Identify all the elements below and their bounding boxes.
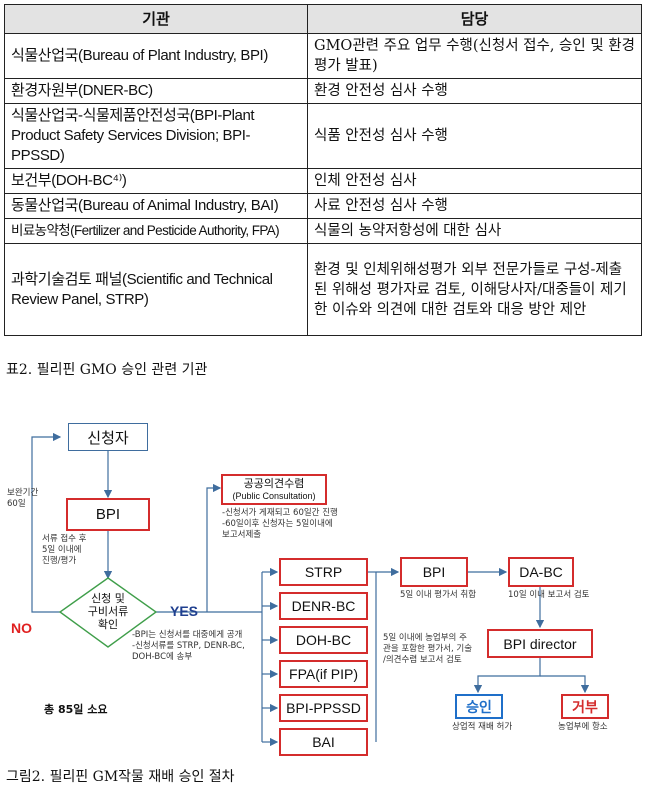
public-consultation-box: 공공의견수렴(Public Consultation) (221, 474, 327, 505)
da-bc-box: DA-BC (508, 557, 574, 587)
applicant-box: 신청자 (68, 423, 148, 451)
decision-diamond (58, 577, 158, 648)
agency-cell: 식물산업국(Bureau of Plant Industry, BPI) (4, 33, 308, 79)
total-days: 총 85일 소요 (44, 703, 108, 716)
bai-box: BAI (279, 728, 368, 756)
note-bpi-review: 5일 이내 평가서 취합 (400, 590, 477, 600)
table-row: 식물산업국(Bureau of Plant Industry, BPI) GMO… (4, 33, 642, 79)
denr-bc-box: DENR-BC (279, 592, 368, 620)
table-row: 보건부(DOH-BC⁴⁾) 인체 안전성 심사 (4, 168, 642, 194)
reject-box: 거부 (561, 694, 609, 719)
no-label: NO (11, 620, 32, 636)
role-cell: 환경 및 인체위해성평가 외부 전문가들로 구성-제출된 위해성 평가자료 검토… (307, 243, 642, 336)
role-cell: GMO관련 주요 업무 수행(신청서 접수, 승인 및 환경평가 발표) (307, 33, 642, 79)
agency-table: 기관 담당 식물산업국(Bureau of Plant Industry, BP… (4, 4, 642, 336)
bpi-ppssd-box: BPI-PPSSD (279, 694, 368, 722)
agency-cell: 식물산업국-식물제품안전성국(BPI-Plant Product Safety … (4, 103, 308, 169)
table-row: 과학기술검토 패널(Scientific and Technical Revie… (4, 243, 642, 336)
table-row: 동물산업국(Bureau of Animal Industry, BAI) 사료… (4, 193, 642, 219)
note-da-bc: 10일 이내 보고서 검토 (508, 590, 590, 600)
table-row: 비료농약청(Fertilizer and Pesticide Authority… (4, 218, 642, 244)
bpi-director-box: BPI director (487, 629, 593, 658)
role-cell: 인체 안전성 심사 (307, 168, 642, 194)
table-caption: 표2. 필리핀 GMO 승인 관련 기관 (6, 362, 208, 378)
bpi-box: BPI (66, 498, 150, 531)
role-cell: 식품 안전성 심사 수행 (307, 103, 642, 169)
note-approve: 상업적 재배 허가 (452, 722, 513, 732)
agency-cell: 과학기술검토 패널(Scientific and Technical Revie… (4, 243, 308, 336)
doh-bc-box: DOH-BC (279, 626, 368, 654)
figure-caption: 그림2. 필리핀 GM작물 재배 승인 절차 (6, 769, 235, 785)
fpa-box: FPA(if PIP) (279, 660, 368, 688)
header-agency: 기관 (4, 4, 308, 34)
note-reject: 농업부에 항소 (558, 722, 608, 732)
note-bpi-distribution: -BPI는 신청서를 대중에게 공개-신청서류를 STRP, DENR-BC,D… (132, 630, 245, 662)
strp-box: STRP (279, 558, 368, 586)
bpi-review-box: BPI (400, 557, 468, 587)
yes-label: YES (170, 603, 199, 619)
table-row: 식물산업국-식물제품안전성국(BPI-Plant Product Safety … (4, 103, 642, 169)
role-cell: 환경 안전성 심사 수행 (307, 78, 642, 104)
agency-cell: 동물산업국(Bureau of Animal Industry, BAI) (4, 193, 308, 219)
approve-box: 승인 (455, 694, 503, 719)
table-row: 환경자원부(DNER-BC) 환경 안전성 심사 수행 (4, 78, 642, 104)
